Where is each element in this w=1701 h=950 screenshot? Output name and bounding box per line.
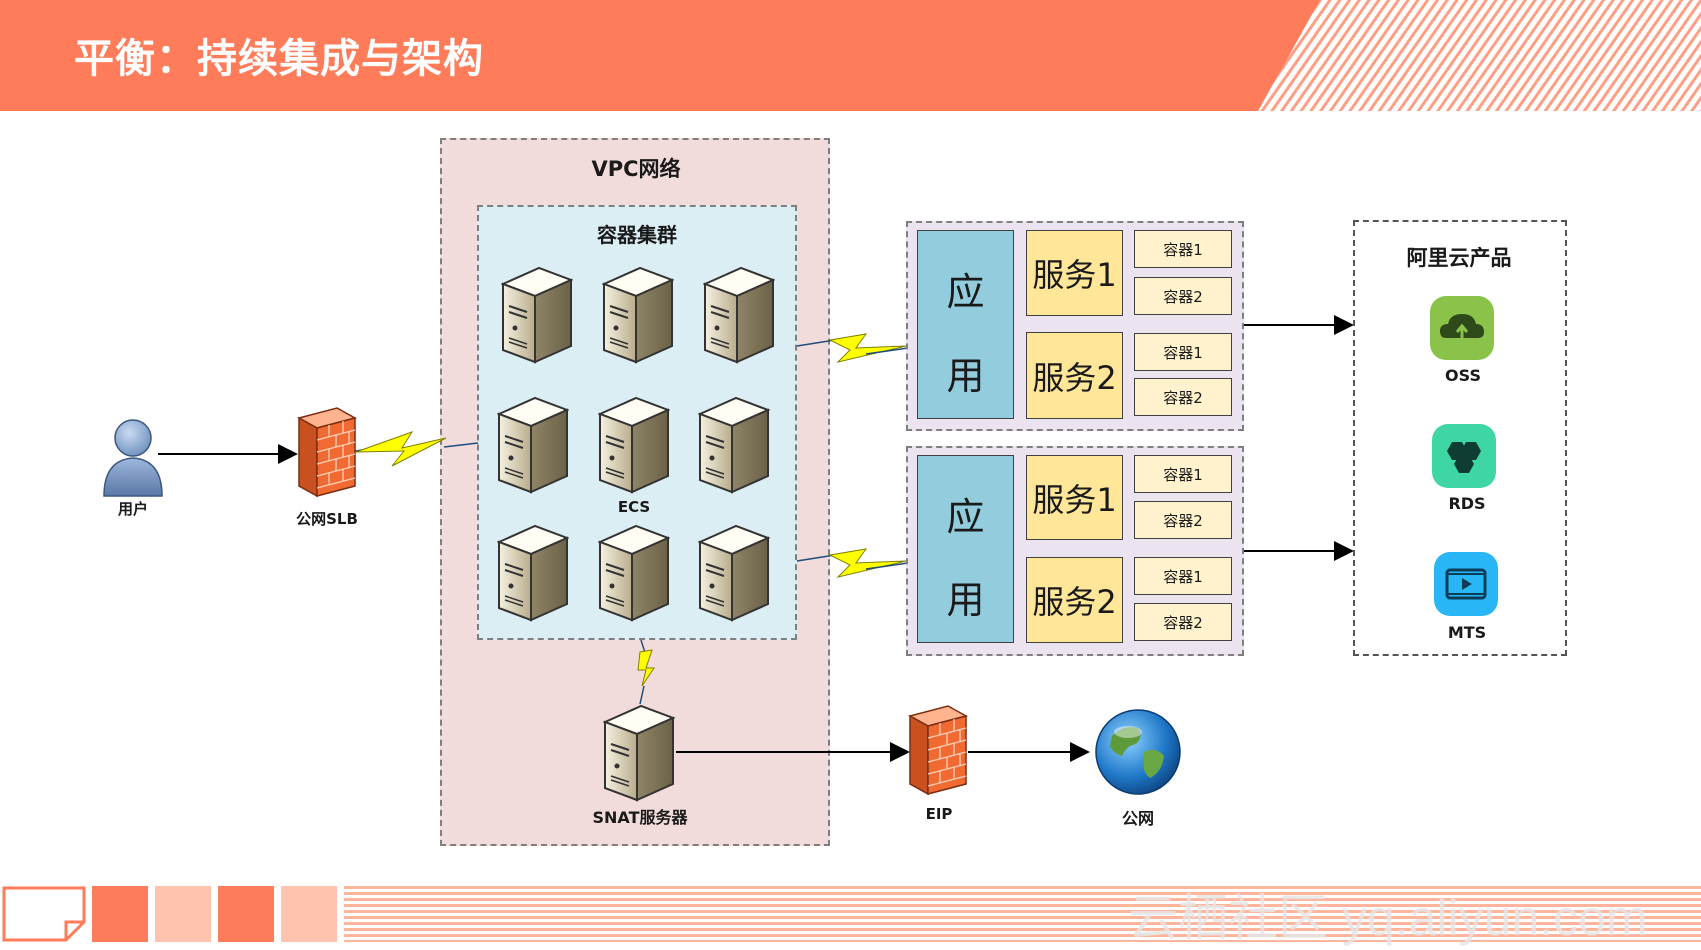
ecs-server-icon — [698, 396, 770, 494]
user-label: 用户 — [117, 500, 149, 518]
watermark: 云栖社区 yq.aliyun.com — [1128, 890, 1648, 946]
app-box: 应 用 — [917, 455, 1014, 643]
ecs-label: ECS — [617, 498, 651, 516]
lightning-cluster-app1 — [796, 333, 909, 363]
lightning-cluster-app2 — [796, 548, 909, 578]
container-box: 容器2 — [1134, 603, 1232, 641]
header-stripes — [1258, 0, 1701, 111]
ecs-server-icon — [598, 396, 670, 494]
oss-icon — [1430, 296, 1494, 360]
container-box: 容器2 — [1134, 277, 1232, 315]
service-box: 服务1 — [1026, 230, 1123, 316]
eip-firewall-icon — [908, 704, 968, 796]
service-box: 服务2 — [1026, 332, 1123, 419]
service-box: 服务2 — [1026, 557, 1123, 643]
ecs-server-icon — [497, 396, 569, 494]
container-box: 容器1 — [1134, 230, 1232, 268]
ecs-server-icon — [703, 266, 775, 364]
internet-label: 公网 — [1121, 809, 1155, 828]
ecs-server-icon — [698, 524, 770, 622]
globe-icon — [1095, 709, 1181, 795]
slb-label: 公网SLB — [296, 510, 358, 528]
vpc-label: VPC网络 — [591, 157, 681, 181]
user-icon — [103, 419, 163, 497]
container-box: 容器1 — [1134, 455, 1232, 493]
container-box: 容器2 — [1134, 378, 1232, 416]
app-label-char: 应 — [946, 495, 985, 539]
cluster-label: 容器集群 — [597, 223, 677, 247]
ecs-server-icon — [598, 524, 670, 622]
app-label-char: 用 — [946, 578, 985, 622]
eip-label: EIP — [925, 805, 953, 823]
footer-bar — [2, 886, 1701, 942]
lightning-cluster-snat — [637, 639, 655, 705]
slb-firewall-icon — [297, 406, 357, 498]
snat-label: SNAT服务器 — [592, 808, 688, 827]
app-box: 应 用 — [917, 230, 1014, 419]
snat-server-icon — [603, 704, 675, 802]
ecs-server-icon — [501, 266, 573, 364]
cloud-products-title: 阿里云产品 — [1406, 246, 1512, 270]
container-box: 容器2 — [1134, 501, 1232, 539]
container-box: 容器1 — [1134, 333, 1232, 371]
rds-icon — [1432, 424, 1496, 488]
app-label-char: 应 — [946, 270, 985, 314]
ecs-server-icon — [497, 524, 569, 622]
ecs-server-icon — [602, 266, 674, 364]
container-box: 容器1 — [1134, 557, 1232, 595]
product-label: RDS — [1448, 494, 1486, 513]
mts-icon — [1434, 552, 1498, 616]
cloud-products-box — [1353, 220, 1567, 656]
page-title: 平衡：持续集成与架构 — [74, 36, 484, 82]
product-label: MTS — [1447, 623, 1487, 642]
service-box: 服务1 — [1026, 455, 1123, 540]
product-label: OSS — [1445, 366, 1481, 385]
app-label-char: 用 — [946, 354, 985, 398]
